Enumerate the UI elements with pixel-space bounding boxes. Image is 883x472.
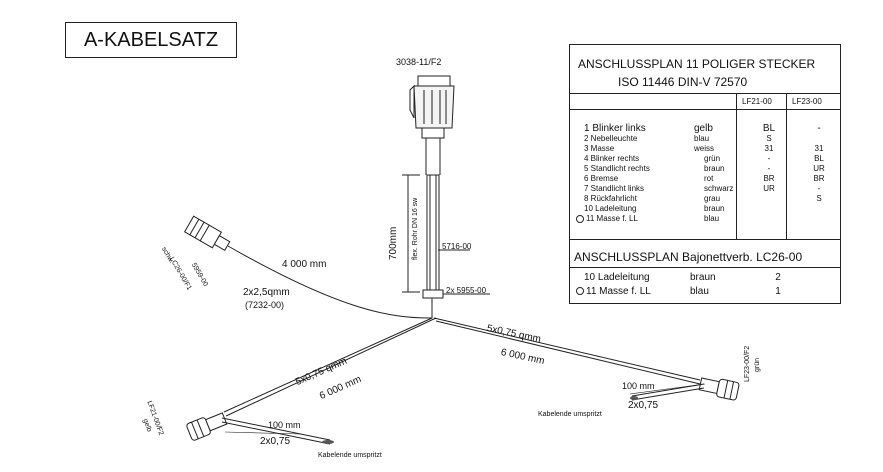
table-heading-line2: ISO 11446 DIN-V 72570 <box>618 75 748 89</box>
flex-tube-label: flex. Rohr DN 16 sw <box>412 197 419 260</box>
left-stub-cable-label: 2x0,75 <box>260 436 291 447</box>
bayonet-connector-icon <box>183 215 231 252</box>
cable-2x25-label: 2x2,5qmm <box>243 287 290 298</box>
table-heading-line1: ANSCHLUSSPLAN 11 POLIGER STECKER <box>578 57 816 71</box>
left-stub-length-label: 100 mm <box>268 420 301 430</box>
left-end-note: Kabelende umspritzt <box>318 452 382 459</box>
right-connector-label: LF23-00/F2 <box>744 345 751 382</box>
pin-assignment-table: ANSCHLUSSPLAN 11 POLIGER STECKER ISO 114… <box>569 44 841 304</box>
ground-circle-icon <box>576 214 584 223</box>
cable-right-branch <box>433 317 701 381</box>
length-4000-label: 4 000 mm <box>282 259 327 270</box>
column-header-lf21: LF21-00 <box>742 97 772 106</box>
column-header-lf23: LF23-00 <box>792 97 822 106</box>
left-stub-cable <box>221 417 331 441</box>
left-rear-connector-icon <box>186 412 228 441</box>
part-7232-label: (7232-00) <box>245 300 285 310</box>
right-stub-cable-label: 2x0,75 <box>628 400 659 411</box>
part-5955-label: 2x 5955-00 <box>446 286 487 295</box>
ground-circle-icon <box>576 287 584 296</box>
right-end-note: Kabelende umspritzt <box>538 411 602 418</box>
part-5716-label: 5716-00 <box>442 242 472 251</box>
top-connector-label: 3038-11/F2 <box>396 57 442 67</box>
right-stub-length-label: 100 mm <box>622 381 655 391</box>
right-rear-connector-icon <box>698 377 740 401</box>
right-connector-color: grün <box>754 357 761 372</box>
cable-clip <box>422 289 444 299</box>
cable-to-bayonet <box>227 245 431 319</box>
bayonet-table-heading: ANSCHLUSSPLAN Bajonettverb. LC26-00 <box>574 250 803 264</box>
flex-tube <box>426 174 440 294</box>
length-700-label: 700mm <box>388 226 399 260</box>
top-connector-icon <box>409 75 455 175</box>
cable-left-branch <box>223 317 433 413</box>
dimension-700 <box>402 174 420 293</box>
page-title: A-KABELSATZ <box>65 22 237 58</box>
